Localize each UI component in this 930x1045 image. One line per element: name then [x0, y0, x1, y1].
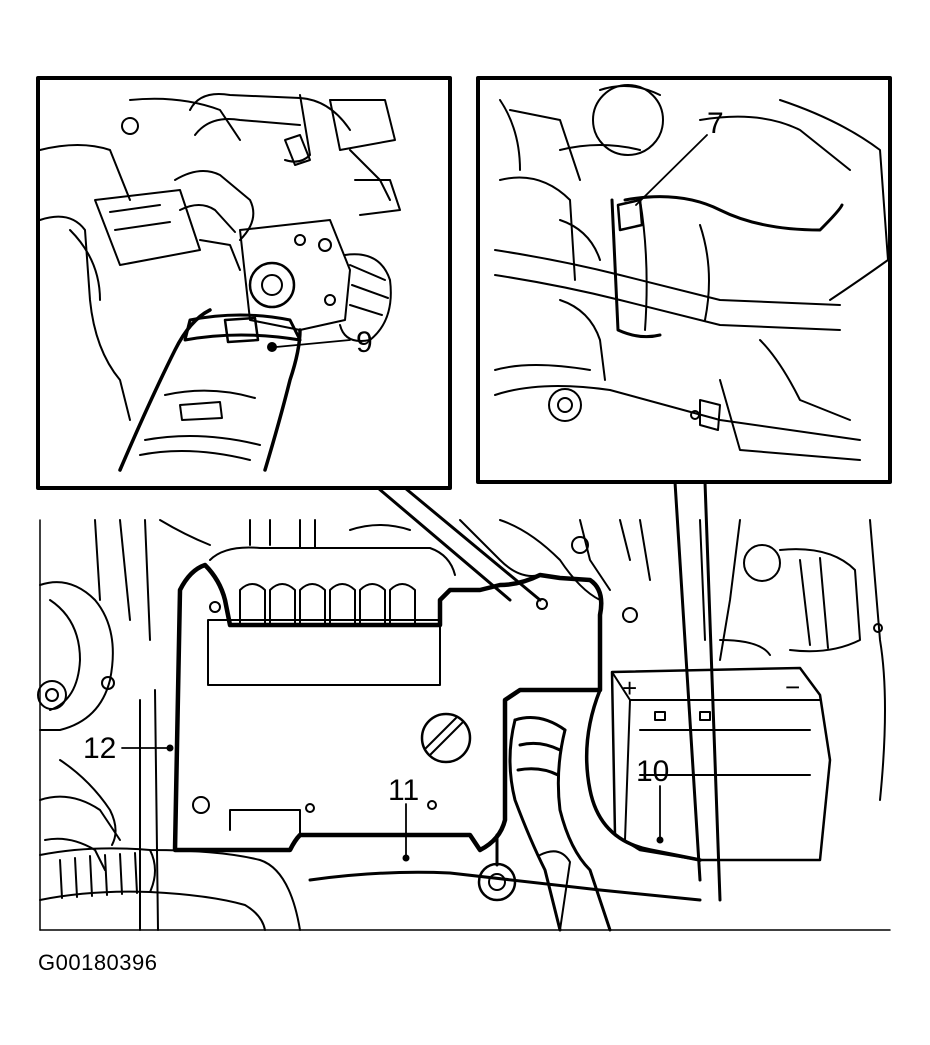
coolant-hose: [508, 716, 612, 932]
intake-hose-lower: [39, 847, 301, 931]
engine-cover: [172, 546, 604, 853]
battery-plus-symbol: +: [622, 673, 637, 703]
left-components: [37, 519, 159, 931]
callout-12: 12: [83, 732, 116, 765]
callout-9: 9: [356, 326, 373, 359]
main-callouts: 12 11 10: [83, 732, 669, 862]
callout-10: 10: [636, 755, 669, 788]
battery-minus-symbol: −: [785, 672, 800, 702]
callout-7: 7: [707, 107, 724, 140]
battery: + −: [610, 666, 832, 862]
right-components: [699, 519, 886, 801]
intake-runners: [209, 546, 456, 626]
lower-cable: [308, 870, 702, 902]
upper-hoses: [159, 519, 651, 623]
figure-id: G00180396: [38, 950, 158, 975]
main-engine-view: + −: [37, 519, 891, 932]
inset-air-intake: 7: [476, 76, 892, 902]
inset-throttle-body: 9: [36, 76, 542, 602]
callout-11: 11: [388, 774, 419, 807]
